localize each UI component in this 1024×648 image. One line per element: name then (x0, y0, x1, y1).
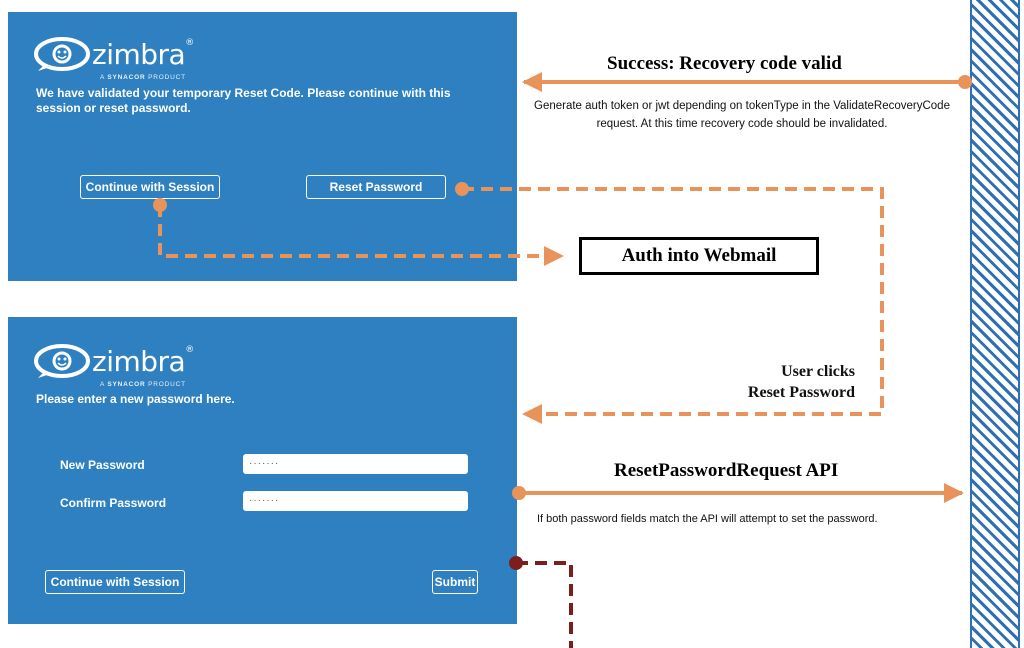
zimbra-logo: zimbra® A SYNACOR PRODUCT (34, 343, 204, 393)
success-title: Success: Recovery code valid (607, 53, 842, 74)
auth-into-webmail-box: Auth into Webmail (579, 237, 819, 275)
validated-message: We have validated your temporary Reset C… (36, 86, 451, 115)
logo-tagline: A SYNACOR PRODUCT (100, 74, 186, 81)
reset-password-button[interactable]: Reset Password (306, 175, 446, 199)
zimbra-logo-icon (34, 37, 90, 71)
logo-wordmark: zimbra® (92, 345, 194, 378)
submit-button[interactable]: Submit (432, 570, 478, 594)
confirm-password-label: Confirm Password (60, 496, 167, 510)
continue-with-session-button[interactable]: Continue with Session (45, 570, 185, 594)
logo-tagline: A SYNACOR PRODUCT (100, 381, 186, 388)
zimbra-logo-icon (34, 344, 90, 378)
user-clicks-note: User clicks Reset Password (690, 361, 855, 403)
success-description: Generate auth token or jwt depending on … (534, 100, 950, 130)
success-arrow (522, 72, 972, 92)
new-password-input[interactable]: ······· (243, 454, 468, 474)
reset-password-flow-arrow (455, 182, 884, 424)
reset-password-request-arrow (512, 483, 964, 503)
continue-with-session-button[interactable]: Continue with Session (80, 175, 220, 199)
reset-password-request-description: If both password fields match the API wi… (537, 513, 878, 525)
confirm-password-input[interactable]: ······· (243, 491, 468, 511)
new-password-screen-panel: zimbra® A SYNACOR PRODUCT Please enter a… (8, 317, 517, 624)
validated-screen-panel: zimbra® A SYNACOR PRODUCT We have valida… (8, 12, 517, 281)
reset-password-request-title: ResetPasswordRequest API (614, 460, 839, 481)
logo-wordmark: zimbra® (92, 38, 194, 71)
user-clicks-line2: Reset Password (747, 384, 855, 401)
zimbra-logo: zimbra® A SYNACOR PRODUCT (34, 36, 204, 86)
user-clicks-line1: User clicks (781, 363, 855, 380)
new-password-label: New Password (60, 458, 145, 472)
server-side-wall (970, 0, 1020, 648)
submit-continuation-connector (509, 556, 573, 648)
new-password-message: Please enter a new password here. (36, 392, 235, 406)
continue-to-auth-arrow (153, 198, 564, 266)
